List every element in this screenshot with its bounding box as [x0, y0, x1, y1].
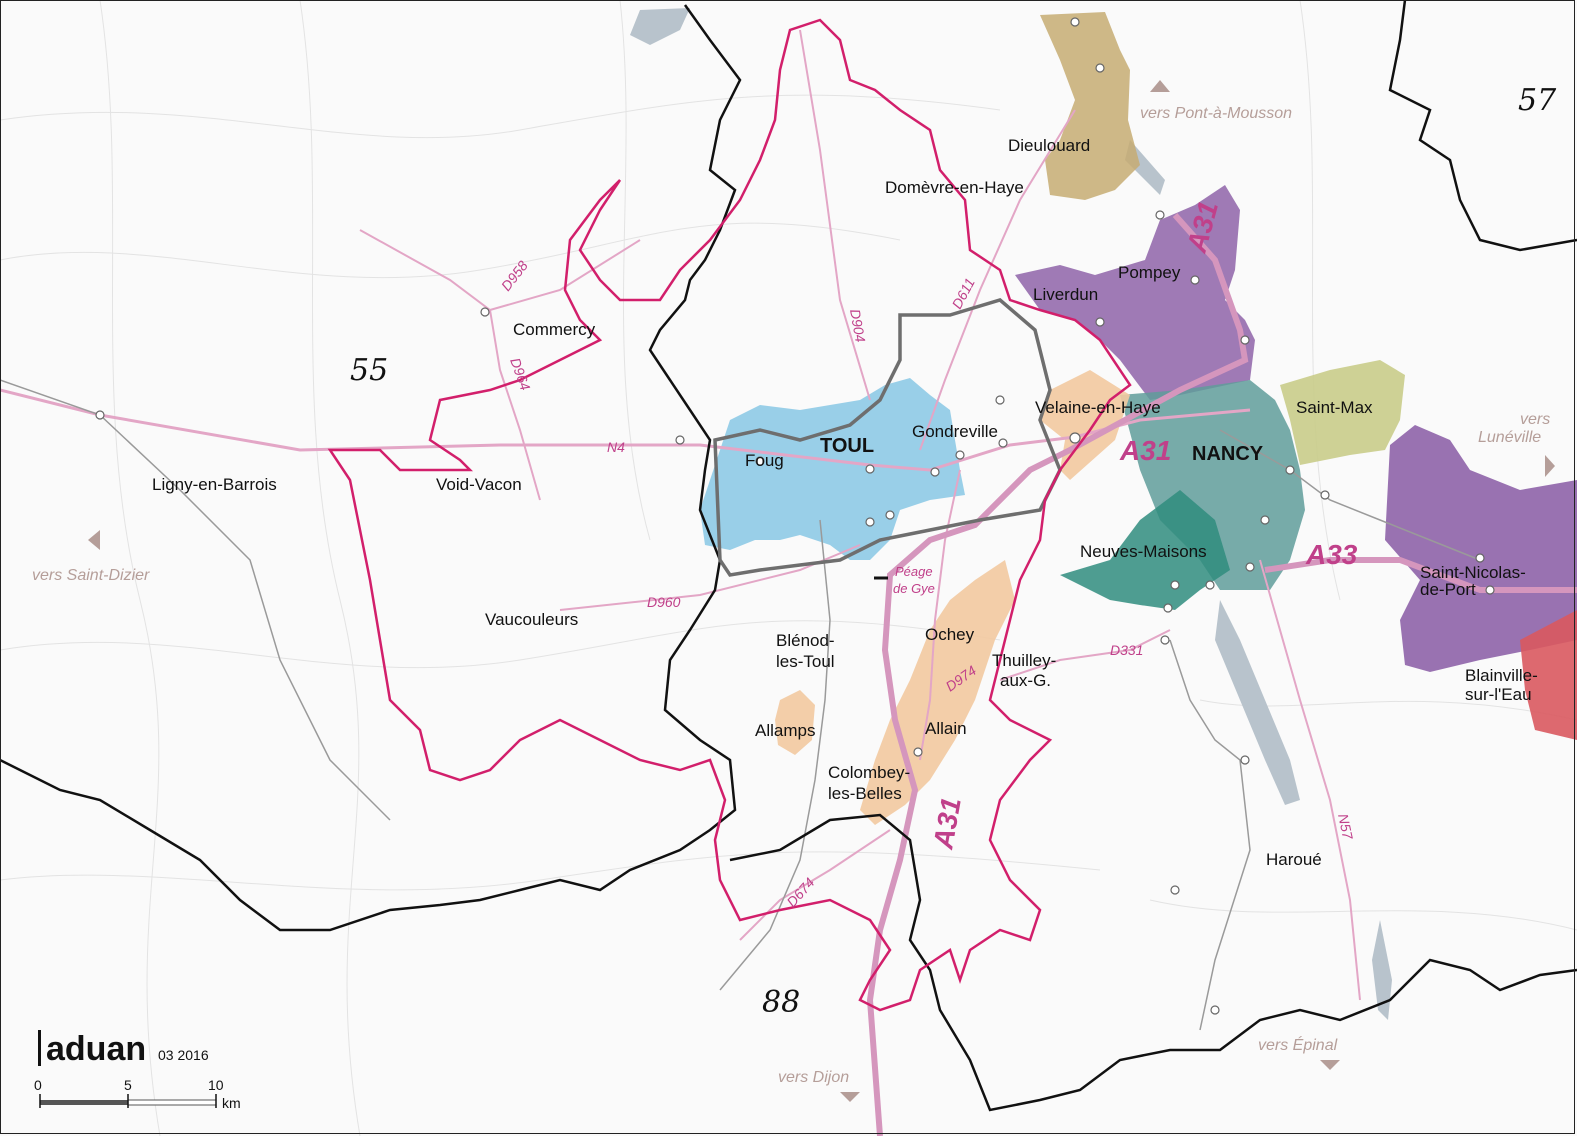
area-velaine — [1040, 370, 1130, 480]
direction-saint-dizier: vers Saint-Dizier — [32, 567, 150, 584]
scale-tick-5: 5 — [124, 1077, 132, 1093]
label-vaucouleurs: Vaucouleurs — [485, 610, 578, 629]
direction-arrows — [88, 80, 1555, 1102]
peage-label-2: de Gye — [893, 581, 935, 596]
road-d674 — [739, 829, 891, 941]
road-network — [0, 29, 1577, 1136]
peage-label-1: Péage — [895, 564, 933, 579]
direction-epinal: vers Épinal — [1258, 1035, 1338, 1054]
label-gondreville: Gondreville — [912, 422, 998, 441]
territory-areas — [700, 12, 1577, 825]
dept-boundary-55-54 — [0, 4, 742, 932]
area-saint-max — [1280, 360, 1405, 465]
place-labels: TOUL NANCY Dieulouard Domèvre-en-Haye Po… — [152, 136, 1538, 869]
scale-bar: 0 5 10 km — [34, 1077, 241, 1111]
area-allamps — [775, 690, 815, 755]
label-nancy: NANCY — [1192, 443, 1264, 465]
road-d611 — [919, 109, 1076, 451]
area-blainville — [1520, 610, 1577, 740]
label-blainville-2: sur-l'Eau — [1465, 685, 1532, 704]
boundary-toul-agglo — [713, 298, 1062, 577]
dept-boundary-54-88 — [729, 813, 1577, 1112]
label-domevre: Domèvre-en-Haye — [885, 178, 1024, 197]
area-toul — [700, 378, 965, 560]
road-d964 — [489, 309, 541, 501]
road-label-d904: D904 — [847, 308, 869, 344]
label-saint-nicolas-2: de-Port — [1420, 580, 1476, 599]
label-ochey: Ochey — [925, 625, 975, 644]
dept-boundary-57 — [1388, 0, 1577, 252]
motorway-a31 — [866, 213, 1249, 1136]
dept-label-88: 88 — [762, 985, 800, 1020]
label-velaine: Velaine-en-Haye — [1035, 398, 1161, 417]
label-allamps: Allamps — [755, 721, 815, 740]
road-d974 — [919, 469, 961, 761]
area-purple-east — [1385, 425, 1577, 672]
motorway-label-a33: A33 — [1305, 539, 1358, 570]
water — [630, 8, 1392, 1020]
area-nancy — [1120, 380, 1305, 590]
motorway-a33 — [1264, 557, 1577, 593]
label-liverdun: Liverdun — [1033, 285, 1098, 304]
label-blenod-2: les-Toul — [776, 652, 835, 671]
label-allain: Allain — [925, 719, 967, 738]
scale-unit: km — [222, 1095, 241, 1111]
direction-luneville-2: Lunéville — [1478, 429, 1541, 446]
label-blainville-1: Blainville- — [1465, 666, 1538, 685]
area-neuves-maisons — [1060, 490, 1230, 610]
label-void-vacon: Void-Vacon — [436, 475, 522, 494]
label-blenod-1: Blénod- — [776, 631, 835, 650]
arrow-right-icon — [1545, 455, 1555, 477]
label-thuilley-2: aux-G. — [1000, 671, 1051, 690]
dept-label-57: 57 — [1518, 83, 1557, 118]
motorway-label-a31-center: A31 — [1119, 435, 1171, 466]
label-foug: Foug — [745, 451, 784, 470]
label-thuilley-1: Thuilley- — [992, 651, 1056, 670]
road-n57 — [1259, 559, 1361, 1001]
legend-brand: aduan 03 2016 — [38, 1030, 209, 1068]
direction-labels: vers Pont-à-Mousson vers Lunéville vers … — [32, 105, 1550, 1086]
direction-dijon: vers Dijon — [778, 1069, 849, 1086]
station-markers — [95, 17, 1495, 1015]
direction-luneville-1: vers — [1520, 411, 1550, 428]
scale-tick-10: 10 — [208, 1077, 224, 1093]
label-saint-max: Saint-Max — [1296, 398, 1373, 417]
brand-date: 03 2016 — [158, 1047, 209, 1063]
road-label-d960: D960 — [647, 594, 681, 610]
label-pompey: Pompey — [1118, 263, 1181, 282]
scale-tick-0: 0 — [34, 1077, 42, 1093]
road-d331 — [999, 629, 1171, 681]
label-colombey-1: Colombey- — [828, 763, 910, 782]
arrow-up-icon — [1150, 80, 1170, 92]
road-d904 — [799, 29, 871, 401]
arrow-left-icon — [88, 530, 100, 550]
arrow-down-icon — [840, 1092, 860, 1102]
label-dieulouard: Dieulouard — [1008, 136, 1090, 155]
road-label-n4: N4 — [607, 439, 625, 455]
arrow-down-icon — [1320, 1060, 1340, 1070]
label-ligny: Ligny-en-Barrois — [152, 475, 277, 494]
road-label-d331: D331 — [1110, 642, 1143, 658]
label-haroue: Haroué — [1266, 850, 1322, 869]
label-toul: TOUL — [820, 435, 874, 457]
label-saint-nicolas-1: Saint-Nicolas- — [1420, 563, 1526, 582]
area-ochey-colombey — [860, 560, 1015, 825]
label-neuves-maisons: Neuves-Maisons — [1080, 542, 1207, 561]
dept-label-55: 55 — [350, 353, 388, 388]
boundaries — [0, 0, 1577, 1112]
road-grey — [0, 379, 1481, 1031]
boundary-scot — [327, 18, 1132, 1012]
area-dieulouard — [1040, 12, 1140, 200]
road-d960 — [559, 544, 861, 611]
label-commercy: Commercy — [513, 320, 596, 339]
brand-name: aduan — [46, 1030, 146, 1068]
label-colombey-2: les-Belles — [828, 784, 902, 803]
direction-pont-a-mousson: vers Pont-à-Mousson — [1140, 105, 1292, 122]
road-label-n57: N57 — [1335, 812, 1356, 842]
